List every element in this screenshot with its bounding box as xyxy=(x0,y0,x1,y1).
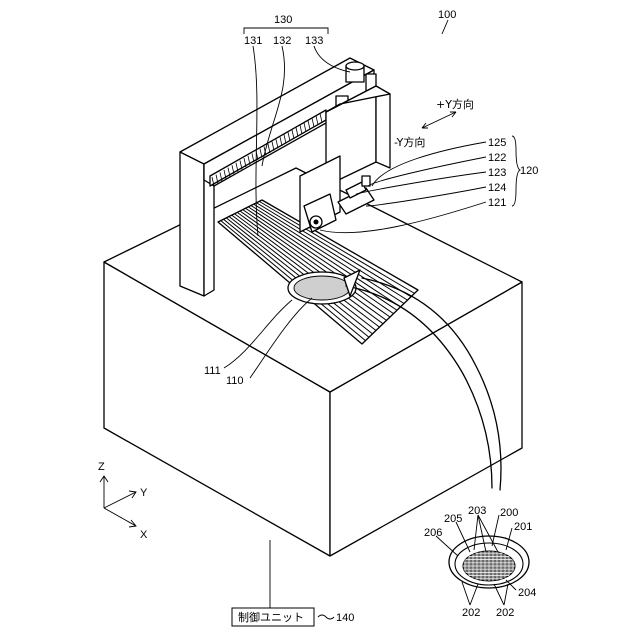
head-carriage-side xyxy=(376,86,390,168)
label-203: 203 xyxy=(468,505,486,517)
label-control-unit: 制御ユニット xyxy=(238,610,304,624)
bracket-120 xyxy=(512,136,520,206)
label-204: 204 xyxy=(518,587,536,599)
z-axis-arrow xyxy=(100,476,108,508)
label-130: 130 xyxy=(274,14,292,26)
y-direction-axis xyxy=(422,112,456,128)
tilde-140 xyxy=(318,615,334,619)
label-133: 133 xyxy=(305,35,323,47)
label-100: 100 xyxy=(438,9,456,21)
label-121: 121 xyxy=(488,197,506,209)
label-131: 131 xyxy=(244,35,262,47)
label-123: 123 xyxy=(488,167,506,179)
y-axis-arrow xyxy=(104,491,136,508)
label-110: 110 xyxy=(226,375,244,387)
head-unit-122 xyxy=(362,176,370,186)
leader-100 xyxy=(442,20,448,34)
label-axis-x: X xyxy=(140,529,148,541)
label-140: 140 xyxy=(336,612,354,624)
label-132: 132 xyxy=(273,35,291,47)
label-plus-y-direction: +Y方向 xyxy=(436,97,474,111)
label-122: 122 xyxy=(488,152,506,164)
label-120: 120 xyxy=(520,165,538,177)
leader-124 xyxy=(366,187,486,206)
x-axis-arrow xyxy=(104,508,136,527)
wafer-dotted xyxy=(294,276,350,300)
axis-triad xyxy=(100,476,136,527)
label-axis-z: Z xyxy=(98,461,105,473)
label-201: 201 xyxy=(514,521,532,533)
label-minus-y-direction: -Y方向 xyxy=(394,135,425,149)
label-124: 124 xyxy=(488,182,506,194)
label-206: 206 xyxy=(424,527,442,539)
label-111: 111 xyxy=(204,365,221,377)
label-202-left: 202 xyxy=(462,607,480,619)
label-200: 200 xyxy=(500,507,518,519)
label-125: 125 xyxy=(488,137,506,149)
wafer-detail xyxy=(449,536,529,588)
label-202-right: 202 xyxy=(496,607,514,619)
label-205: 205 xyxy=(444,513,462,525)
motor-cap xyxy=(346,62,364,70)
leader-206 xyxy=(436,536,458,556)
gantry-left-column-front xyxy=(180,140,204,296)
label-axis-y: Y xyxy=(140,487,148,499)
bracket-130 xyxy=(244,28,328,34)
head-nozzle-dot xyxy=(314,220,319,225)
